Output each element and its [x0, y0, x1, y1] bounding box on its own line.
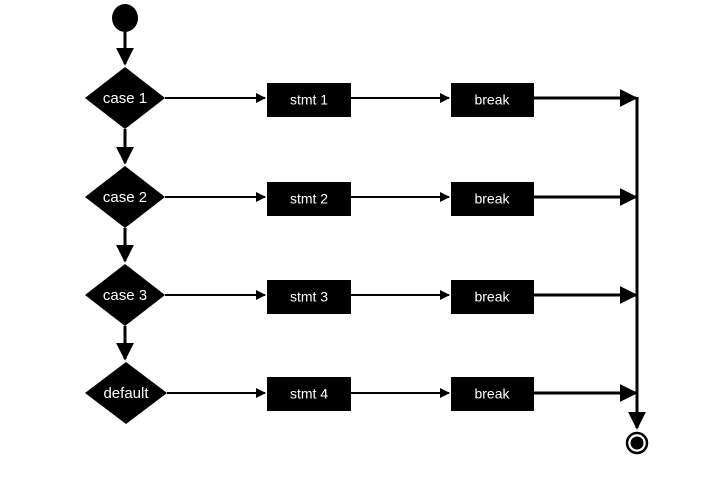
break-break-1[interactable]	[451, 83, 534, 117]
decision-case-3[interactable]	[85, 264, 165, 326]
statement-stmt-1[interactable]	[267, 83, 351, 117]
decision-case-1[interactable]	[85, 67, 165, 129]
end-node-core[interactable]	[630, 436, 644, 450]
decision-case-1-label: case 1	[103, 90, 147, 107]
break-break-3-label: break	[474, 289, 510, 305]
decision-default-label: default	[103, 385, 149, 402]
break-break-2-label: break	[474, 191, 510, 207]
decision-case-3-label: case 3	[103, 287, 147, 304]
break-break-1-label: break	[474, 92, 510, 108]
break-break-4-label: break	[474, 386, 510, 402]
statement-stmt-2-label: stmt 2	[290, 191, 328, 207]
statement-stmt-3-label: stmt 3	[290, 289, 328, 305]
decision-default[interactable]	[85, 362, 167, 424]
end-node-ring	[625, 431, 649, 455]
break-break-2[interactable]	[451, 182, 534, 216]
statement-stmt-4-label: stmt 4	[290, 386, 328, 402]
statement-stmt-1-label: stmt 1	[290, 92, 328, 108]
statement-stmt-3[interactable]	[267, 280, 351, 314]
start-node[interactable]	[112, 4, 138, 32]
break-break-4[interactable]	[451, 377, 534, 411]
statement-stmt-2[interactable]	[267, 182, 351, 216]
decision-case-2-label: case 2	[103, 189, 147, 206]
decision-case-2[interactable]	[85, 166, 165, 228]
break-break-3[interactable]	[451, 280, 534, 314]
statement-stmt-4[interactable]	[267, 377, 351, 411]
